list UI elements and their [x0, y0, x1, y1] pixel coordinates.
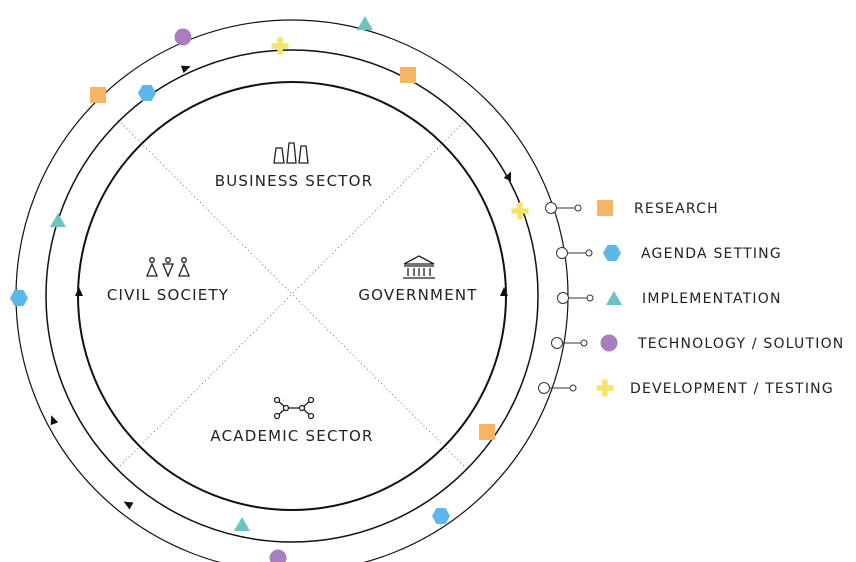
legend-item-agenda-setting: AGENDA SETTING	[556, 245, 782, 262]
research-marker	[90, 87, 106, 103]
government: GOVERNMENT	[358, 255, 477, 304]
legend: RESEARCH AGENDA SETTING IMPLEMENTATION T…	[538, 200, 844, 397]
arrow-icon	[180, 65, 191, 74]
direction-arrows	[50, 65, 512, 510]
technology-solution-marker	[269, 549, 287, 562]
agenda-setting-marker	[10, 290, 28, 306]
agenda-setting-marker	[138, 85, 156, 101]
business-sector-label: BUSINESS SECTOR	[215, 172, 374, 190]
network-icon	[273, 396, 315, 420]
arrow-icon	[123, 501, 134, 510]
implementation-marker	[357, 16, 373, 30]
buildings-icon	[273, 142, 309, 164]
legend-item-implementation: IMPLEMENTATION	[557, 291, 782, 307]
divider-line-ne-sw	[115, 119, 467, 471]
square-icon	[597, 200, 613, 216]
legend-label: DEVELOPMENT / TESTING	[630, 381, 834, 397]
divider-line-nw-se	[117, 119, 469, 471]
legend-label: AGENDA SETTING	[641, 246, 782, 262]
research-marker	[400, 67, 416, 83]
development-testing-marker	[511, 202, 529, 220]
arrow-icon	[50, 415, 59, 426]
academic-sector: ACADEMIC SECTOR	[210, 396, 373, 445]
legend-item-development-testing: DEVELOPMENT / TESTING	[538, 379, 834, 397]
government-building-icon	[403, 255, 435, 279]
development-testing-marker	[271, 37, 289, 55]
arrow-icon	[500, 287, 508, 296]
implementation-marker	[234, 517, 250, 531]
plus-icon	[596, 379, 614, 397]
agenda-setting-marker	[432, 508, 450, 524]
people-icon	[146, 257, 190, 278]
research-marker	[479, 424, 495, 440]
hexagon-icon	[603, 245, 621, 261]
triangle-icon	[606, 291, 622, 305]
arrow-icon	[75, 287, 83, 296]
legend-label: IMPLEMENTATION	[642, 291, 782, 307]
implementation-marker	[50, 213, 66, 227]
business-sector: BUSINESS SECTOR	[215, 142, 374, 190]
government-label: GOVERNMENT	[358, 286, 477, 304]
legend-label: RESEARCH	[634, 201, 719, 217]
legend-item-technology-solution: TECHNOLOGY / SOLUTION	[551, 334, 844, 352]
legend-label: TECHNOLOGY / SOLUTION	[637, 336, 844, 352]
academic-sector-label: ACADEMIC SECTOR	[210, 427, 373, 445]
technology-solution-marker	[174, 28, 192, 46]
middle-ring	[45, 49, 539, 543]
circle-icon	[600, 334, 618, 352]
civil-society: CIVIL SOCIETY	[107, 257, 229, 304]
legend-item-research: RESEARCH	[545, 200, 719, 217]
arrow-icon	[503, 171, 512, 182]
civil-society-label: CIVIL SOCIETY	[107, 286, 229, 304]
